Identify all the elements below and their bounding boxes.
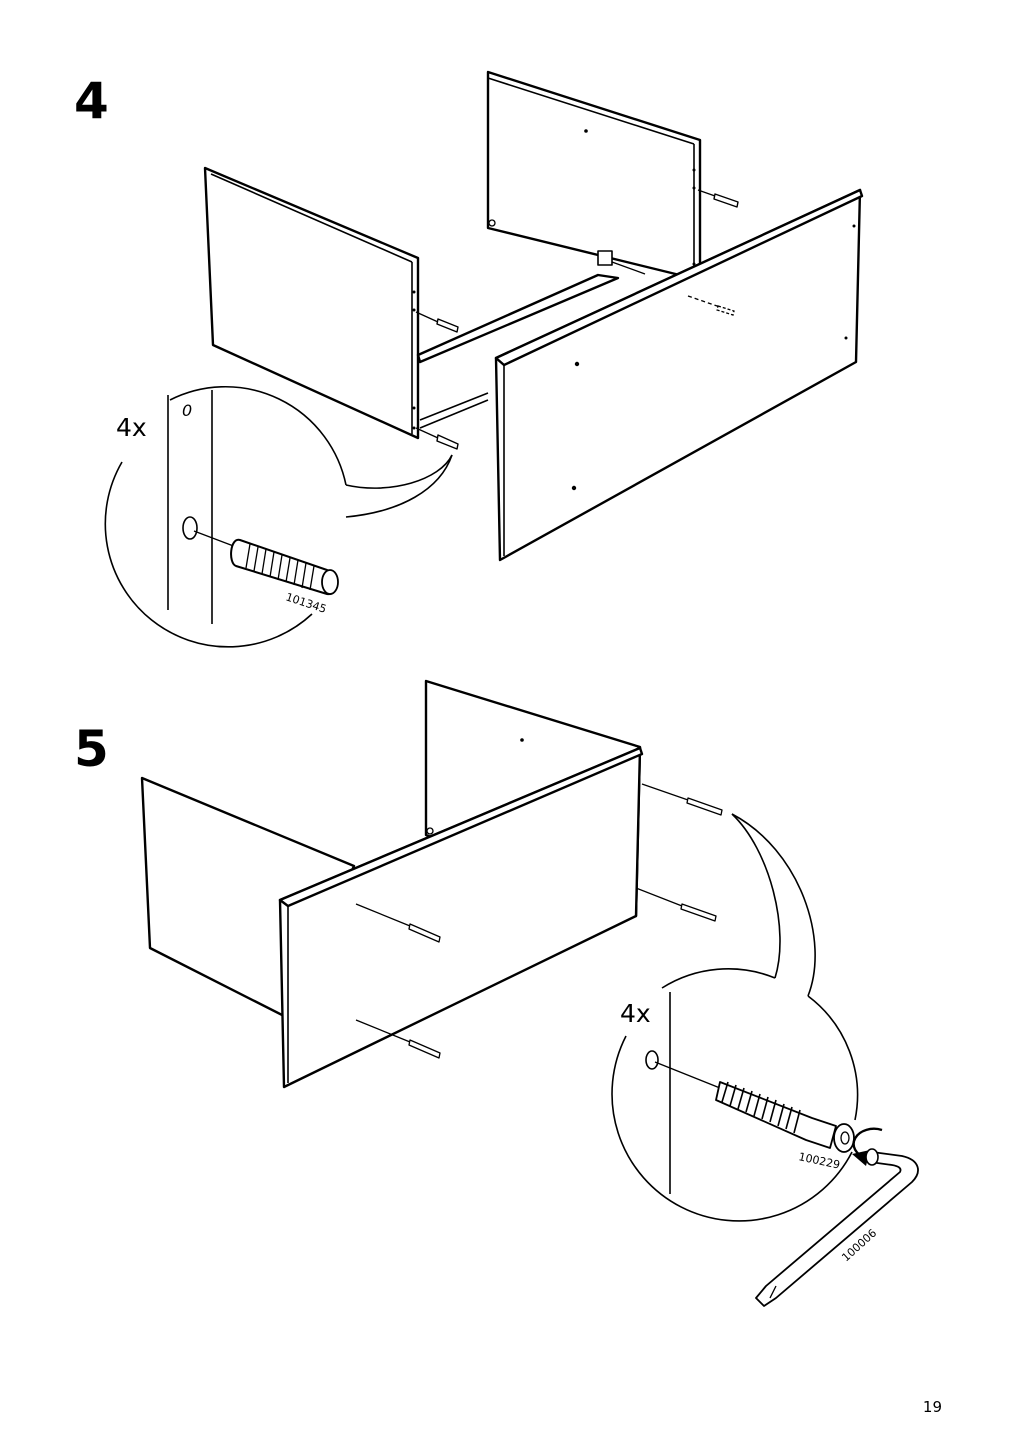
cam-screw-icon [355, 903, 441, 943]
dowel-icon [697, 189, 739, 208]
step-5-quantity: 4x [620, 999, 651, 1028]
step-4-number: 4 [74, 72, 109, 130]
page-number: 19 [922, 1398, 942, 1416]
dowel-icon [415, 427, 459, 450]
cam-screw-icon [635, 887, 717, 922]
cam-screw-icon [641, 783, 723, 816]
step-5-illustration: 4x 100229 100006 [140, 679, 919, 1307]
rotate-arrow-icon [852, 1127, 883, 1166]
detail-zoom-circle [104, 386, 453, 648]
step-4-illustration: 4x 0 101345 [104, 70, 864, 648]
dowel-icon [230, 538, 339, 596]
step-4-quantity: 4x [116, 413, 147, 442]
step-5-number: 5 [74, 720, 109, 778]
allen-key-icon [755, 1148, 919, 1307]
cam-screw-icon [715, 1081, 855, 1153]
cam-screw-icon [355, 1019, 441, 1059]
dowel-icon [415, 311, 459, 333]
part-number-100229: 100229 [797, 1150, 841, 1171]
front-panel [278, 746, 644, 1089]
detail-zoom-circle [611, 813, 883, 1222]
back-panel [486, 70, 702, 282]
left-side-panel [203, 166, 420, 440]
bottom-rail [416, 273, 620, 429]
front-panel [494, 188, 864, 562]
part-number-101345: 101345 [284, 590, 328, 615]
cam-lock-icon [597, 250, 646, 275]
detail-hint: 0 [182, 401, 192, 420]
